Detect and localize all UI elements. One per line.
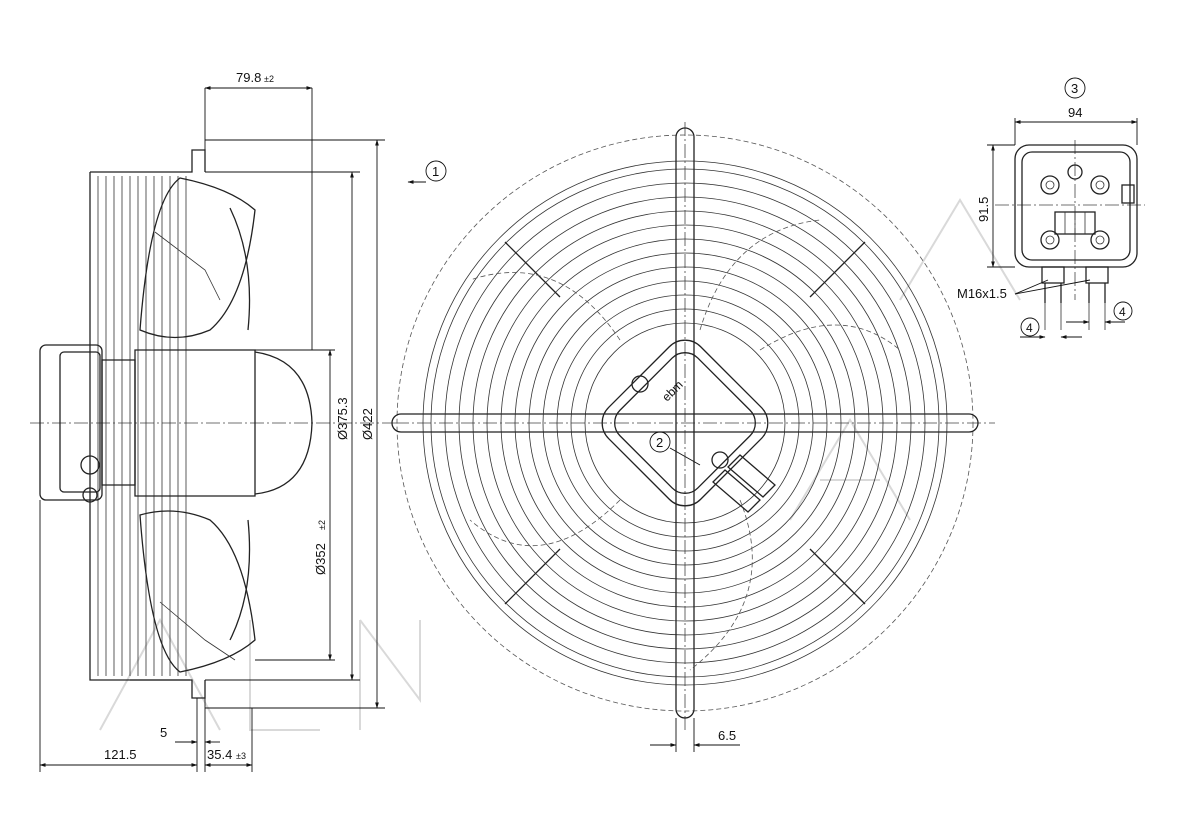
thread-label: M16x1.5 [957,286,1007,301]
dim-bottom-right-label: 35.4 [207,747,232,762]
dim-front-bottom-label: 6.5 [718,728,736,743]
dim-d2-label: Ø422 [360,408,375,440]
watermark [99,198,1021,731]
side-view [30,149,395,699]
dim-bottom-left-label: 121.5 [104,747,137,762]
callout-4b: 4 [1119,305,1126,319]
dim-d3-label: Ø352 [313,543,328,575]
callout-1: 1 [432,164,439,179]
dim-d3-tol: ±2 [317,520,327,530]
side-dimensions: 79.8 ±2 Ø375.3 Ø422 Ø352 ±2 121.5 5 35.4… [39,70,447,772]
brand-mark: ebm [659,378,685,404]
dim-d1-label: Ø375.3 [335,397,350,440]
callout-2: 2 [656,435,663,450]
callout-4a: 4 [1026,321,1033,335]
front-view: ebm 2 6.5 [391,122,995,752]
dim-box-height: 91.5 [976,197,991,222]
dim-box-width: 94 [1068,105,1082,120]
callout-3: 3 [1071,81,1078,96]
dim-top-tol: ±2 [264,74,274,84]
dim-top-label: 79.8 [236,70,261,85]
dim-bottom-right-tol: ±3 [236,751,246,761]
dim-bottom-small-label: 5 [160,725,167,740]
terminal-box-detail: 94 3 91.5 M16x1.5 4 4 [957,77,1145,339]
